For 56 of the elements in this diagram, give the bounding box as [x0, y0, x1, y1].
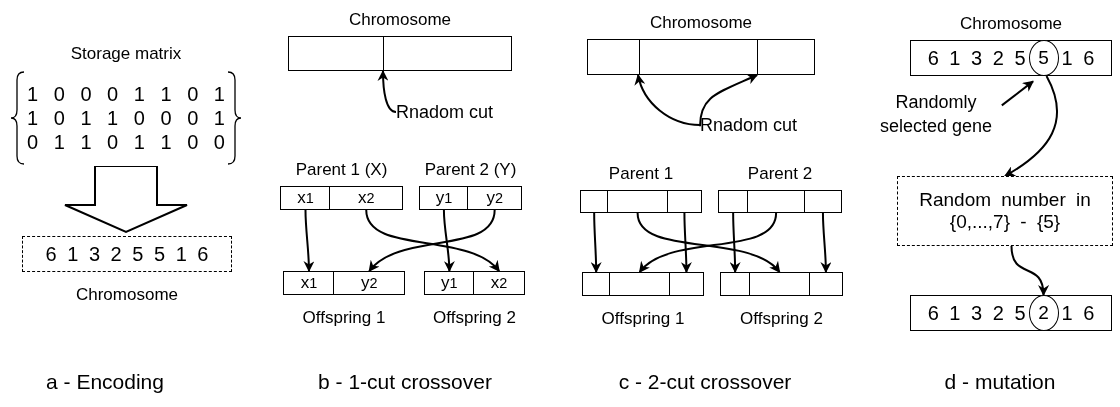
parent-label: Parent 1 (X)	[295, 159, 388, 181]
selected-gene-ellipse: 5	[1028, 40, 1059, 76]
selected-gene-ellipse: 2	[1028, 295, 1059, 331]
curved-arrow	[680, 212, 692, 274]
callout-text: Rnadom cut	[700, 113, 798, 137]
gene-sequence: 6 1 3 2 5	[926, 47, 1027, 69]
gene-sequence: 1 6	[1060, 302, 1096, 324]
matrix-row-text: 1 0 1 1 0 0 0 1	[26, 106, 226, 130]
panel-caption: d - mutation	[944, 370, 1056, 394]
curved-arrow	[820, 212, 832, 274]
gene-sequence: 6 1 3 2 5 5 1 6	[44, 243, 210, 265]
parent-label: Parent 2	[747, 163, 813, 185]
curved-arrow	[1010, 245, 1049, 297]
gene-sequence: 1 6	[1060, 47, 1096, 69]
panel-caption: c - 2-cut crossover	[618, 370, 792, 394]
gene-segment	[608, 272, 671, 296]
offspring-label: Offspring 2	[433, 307, 516, 329]
parent-label: Parent 2 (Y)	[424, 159, 517, 181]
gene-segment	[746, 190, 806, 213]
callout-text: Rnadom cut	[396, 100, 494, 124]
matrix-row-text: 1 0 0 0 1 1 0 1	[26, 82, 226, 106]
gene-segment	[803, 190, 842, 213]
gene-segment	[748, 272, 811, 296]
parent-label: Parent 1	[608, 163, 674, 185]
chromosome-label: Chromosome	[959, 13, 1062, 35]
gene-segment	[606, 190, 669, 213]
curved-arrow	[303, 209, 315, 273]
gene-segment	[666, 190, 702, 213]
curved-arrow	[1004, 75, 1058, 177]
gene-segment	[720, 272, 751, 296]
leader-arrow	[377, 69, 397, 113]
matrix-row-text: 0 1 1 0 1 1 0 0	[26, 130, 226, 154]
panel-text: Random number in {0,...,7} - {5}	[918, 189, 1092, 233]
chromosome-label: Chromosome	[649, 12, 752, 34]
gene-sequence: 6 1 3 2 5	[926, 302, 1027, 324]
panel-caption: b - 1-cut crossover	[318, 370, 492, 394]
chromosome-label: Chromosome	[75, 284, 178, 306]
leader-arrow	[635, 73, 701, 126]
curved-arrow	[590, 212, 602, 274]
offspring-label: Offspring 1	[601, 308, 685, 330]
matrix-title: Storage matrix	[70, 43, 182, 65]
curved-arrow	[442, 209, 455, 273]
curved-arrow	[729, 212, 741, 274]
leader-arrow	[699, 74, 759, 128]
offspring-label: Offspring 1	[302, 307, 386, 329]
gene-segment	[668, 272, 704, 296]
offspring-label: Offspring 2	[740, 308, 823, 330]
gene-segment	[718, 190, 749, 213]
callout-text: Randomly selected gene	[866, 90, 1006, 138]
panel-caption: a - Encoding	[46, 370, 164, 394]
gene-segment	[582, 272, 611, 296]
block-arrow	[64, 165, 188, 234]
chromosome-label: Chromosome	[348, 9, 451, 31]
gene-segment	[808, 272, 843, 296]
leader-arrow	[1000, 80, 1034, 107]
gene-segment	[580, 190, 609, 213]
